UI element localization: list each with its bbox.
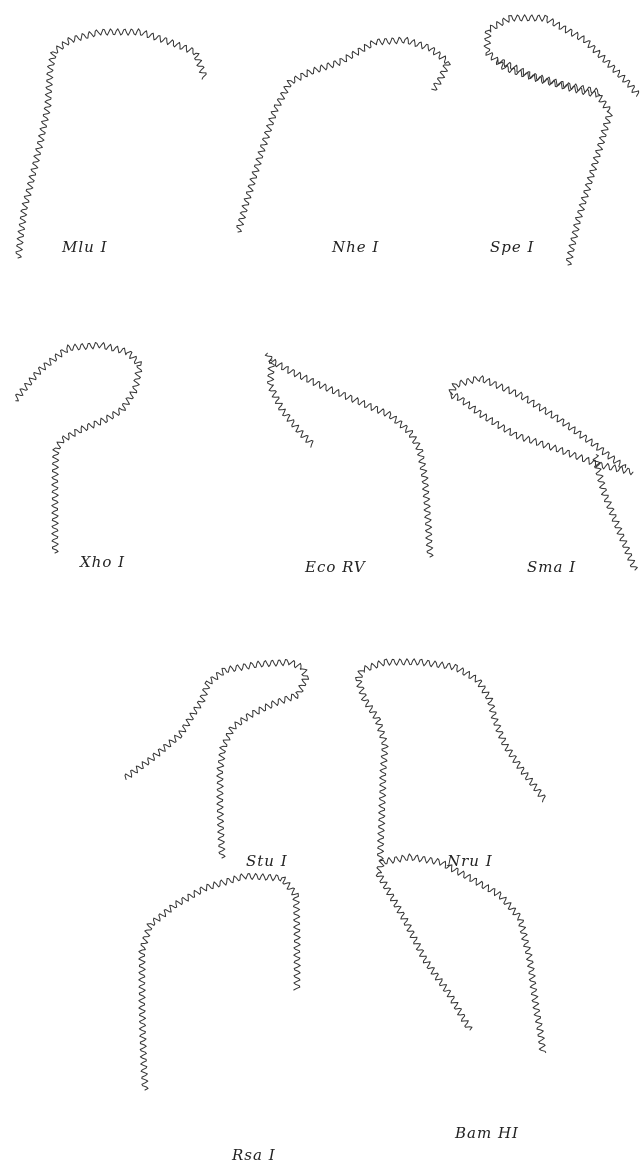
dna-helix-spe-b [498,60,600,95]
panel-sma: Sma I [449,376,637,576]
dna-helix-nru-a [356,659,546,860]
dna-helix-spe-a [484,15,638,265]
dna-helix-eco-b [268,360,314,447]
label-rsa: Rsa I [231,1146,276,1164]
dna-helix-rsa [139,874,300,1091]
panel-eco: Eco RV [265,353,433,576]
dna-helix-nhe [237,37,450,232]
label-sma: Sma I [527,558,576,576]
dna-helix-stu-a [125,660,309,859]
dna-helix-sma-b [457,397,633,475]
label-eco: Eco RV [304,558,367,576]
dna-helix-bam-a [376,854,545,1053]
label-xho: Xho I [79,553,125,571]
dna-helix-sma-a [593,455,637,570]
label-mlu: Mlu I [61,238,108,256]
panel-spe: Spe I [484,15,638,265]
dna-helix-mlu [16,29,206,258]
dna-helix-xho [16,343,142,554]
panel-rsa: Rsa I [139,874,300,1165]
panel-stu: Stu I [125,660,309,871]
label-nhe: Nhe I [331,238,379,256]
panel-nru: Nru I [356,659,546,870]
dna-helix-sma-c [449,376,626,468]
dna-helix-eco-a [265,353,433,557]
label-nru: Nru I [446,852,493,870]
label-stu: Stu I [246,852,288,870]
label-spe: Spe I [490,238,535,256]
panel-bam: Bam HI [376,854,545,1142]
label-bam: Bam HI [454,1124,519,1142]
panel-mlu: Mlu I [16,29,206,258]
panel-nhe: Nhe I [237,37,450,256]
panel-xho: Xho I [16,343,142,572]
